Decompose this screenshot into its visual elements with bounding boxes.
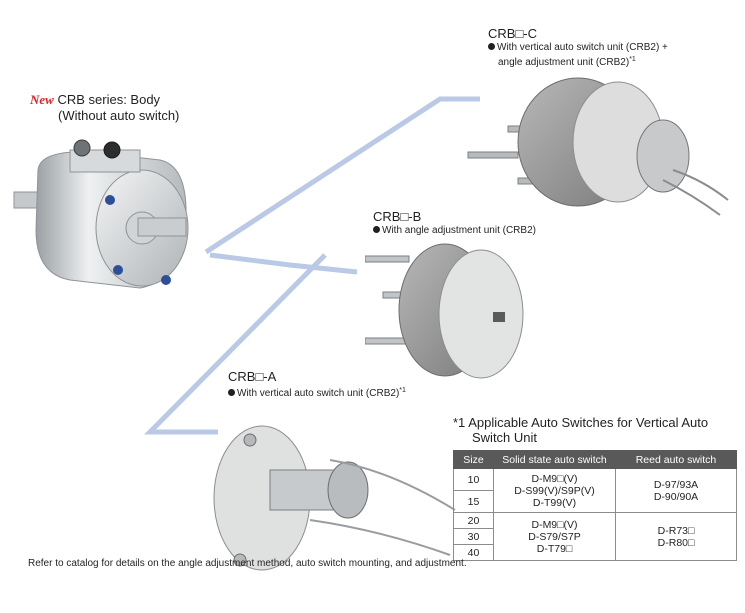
solid-switch: D-M9□(V) xyxy=(531,472,578,485)
crb-body-image xyxy=(13,139,189,289)
reed-switch: D-97/93A xyxy=(653,478,699,491)
solid-switch: D-T79□ xyxy=(536,542,573,555)
unit-b-desc: With angle adjustment unit (CRB2) xyxy=(382,225,536,236)
table-header-row: Size Solid state auto switch Reed auto s… xyxy=(453,450,737,469)
unit-a-desc: With vertical auto switch unit (CRB2) xyxy=(237,388,400,399)
unit-c-desc-line1: With vertical auto switch unit (CRB2) + xyxy=(497,42,668,53)
unit-a-title: CRB□-A xyxy=(228,369,277,384)
connector-to-unit-c xyxy=(204,96,480,255)
solid-switch: D-S79/S7P xyxy=(528,530,581,543)
solid-switch: D-M9□(V) xyxy=(531,518,578,531)
switch-table-heading: *1 Applicable Auto Switches for Vertical… xyxy=(453,415,708,445)
header-size: Size xyxy=(453,450,494,469)
connector-to-unit-b xyxy=(209,252,358,275)
crb-b-unit-image xyxy=(365,243,524,379)
group2-reed-cell: D-R73□ D-R80□ xyxy=(615,512,737,561)
table-row: 10 D-M9□(V) D-S99(V)/S9P(V) D-T99(V) D-9… xyxy=(453,468,737,513)
bullet-icon xyxy=(373,226,380,233)
unit-a-label: CRB□-A With vertical auto switch unit (C… xyxy=(228,369,406,400)
connector-to-unit-a xyxy=(144,253,327,435)
size-cell: 20 xyxy=(453,512,494,529)
reed-switch: D-90/90A xyxy=(653,490,699,503)
unit-b-label: CRB□-B With angle adjustment unit (CRB2) xyxy=(373,209,536,237)
footnote: Refer to catalog for details on the angl… xyxy=(28,558,467,569)
unit-b-title: CRB□-B xyxy=(373,209,422,224)
bullet-icon xyxy=(228,389,235,396)
unit-c-label: CRB□-C With vertical auto switch unit (C… xyxy=(488,26,668,69)
unit-c-note-mark: *1 xyxy=(629,56,636,63)
group1-solid-cell: D-M9□(V) D-S99(V)/S9P(V) D-T99(V) xyxy=(493,468,616,513)
table-row: 20 D-M9□(V) D-S79/S7P D-T79□ D-R73□ D-R8… xyxy=(453,512,737,561)
table-row: 40 xyxy=(453,544,737,561)
solid-switch: D-T99(V) xyxy=(532,496,577,509)
heading-line2: Switch Unit xyxy=(472,430,538,445)
body-label-line1: CRB series: Body xyxy=(57,92,161,107)
reed-switch: D-R80□ xyxy=(657,536,695,549)
crb-a-unit-image xyxy=(213,425,456,571)
reed-switch: D-R73□ xyxy=(657,524,695,537)
bullet-icon xyxy=(488,43,495,50)
header-reed: Reed auto switch xyxy=(615,450,737,469)
size-cell: 10 xyxy=(453,468,494,491)
heading-line1: Applicable Auto Switches for Vertical Au… xyxy=(468,415,709,430)
solid-switch: D-S99(V)/S9P(V) xyxy=(514,484,595,497)
unit-c-desc-line2: angle adjustment unit (CRB2) xyxy=(498,57,630,68)
size-cell: 15 xyxy=(453,490,494,513)
group2-solid-cell: D-M9□(V) D-S79/S7P D-T79□ xyxy=(493,512,616,561)
unit-a-note-mark: *1 xyxy=(399,387,406,394)
size-cell: 30 xyxy=(453,528,494,545)
size-cell: 40 xyxy=(453,544,494,561)
body-label: New CRB series: Body (Without auto switc… xyxy=(30,92,179,124)
auto-switch-table: Size Solid state auto switch Reed auto s… xyxy=(453,450,737,561)
crb-c-unit-image xyxy=(467,77,729,216)
heading-note-mark: *1 xyxy=(453,415,466,430)
header-solid-state: Solid state auto switch xyxy=(493,450,616,469)
group1-reed-cell: D-97/93A D-90/90A xyxy=(615,468,737,513)
body-label-line2: (Without auto switch) xyxy=(58,108,180,123)
unit-c-title: CRB□-C xyxy=(488,26,538,41)
new-badge: New xyxy=(30,92,54,107)
